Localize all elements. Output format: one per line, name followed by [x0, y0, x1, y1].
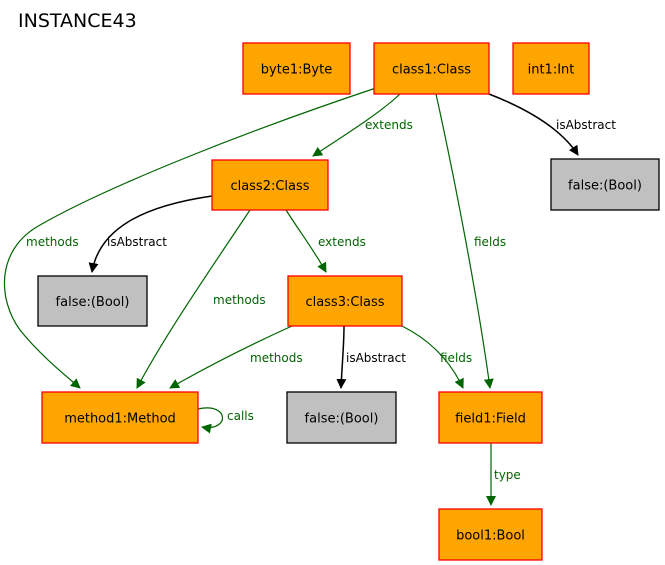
node-box — [41, 391, 199, 444]
node-label: byte1:Byte — [261, 63, 332, 78]
node-label: false:(Bool) — [568, 179, 642, 194]
edge-class1-false1-isAbstract — [488, 93, 579, 156]
node-label: bool1:Bool — [456, 529, 525, 544]
node-label: class2:Class — [230, 179, 309, 194]
edge-label-type: type — [494, 468, 521, 482]
node-box — [211, 159, 329, 211]
node-label: field1:Field — [455, 412, 526, 427]
node-false2[interactable]: false:(Bool) — [37, 275, 148, 327]
node-false3[interactable]: false:(Bool) — [286, 391, 397, 444]
node-int1[interactable]: int1:Int — [512, 42, 590, 95]
edge-class1-field1-fields — [435, 93, 494, 389]
edge-class3-field1-fields — [401, 325, 464, 389]
node-box — [512, 42, 590, 95]
edge-method1-method1-calls — [197, 407, 224, 434]
edge-class3-method1-methods — [169, 325, 293, 389]
node-box — [37, 275, 148, 327]
node-label: class3:Class — [305, 295, 384, 310]
node-box — [287, 275, 403, 327]
node-box — [438, 391, 543, 444]
node-label: class1:Class — [392, 63, 471, 78]
node-label: false:(Bool) — [56, 295, 130, 310]
edge-label-methods: methods — [26, 235, 79, 249]
node-label: false:(Bool) — [305, 412, 379, 427]
edge-label-methods: methods — [213, 293, 266, 307]
node-class3[interactable]: class3:Class — [287, 275, 403, 327]
node-field1[interactable]: field1:Field — [438, 391, 543, 444]
node-box — [286, 391, 397, 444]
edge-label-methods: methods — [250, 351, 303, 365]
diagram-title: INSTANCE43 — [18, 10, 137, 32]
node-class2[interactable]: class2:Class — [211, 159, 329, 211]
edge-class2-false2-isAbstract — [88, 195, 213, 273]
edge-class2-class3-extends — [285, 209, 327, 273]
node-box — [438, 508, 543, 561]
node-false1[interactable]: false:(Bool) — [550, 158, 660, 211]
node-box — [550, 158, 660, 211]
edge-label-calls: calls — [227, 409, 254, 423]
edge-class3-false3-isAbstract — [336, 325, 347, 389]
edge-class1-class2-extends — [312, 93, 401, 157]
node-box — [373, 42, 490, 95]
node-label: method1:Method — [64, 412, 176, 427]
node-bool1[interactable]: bool1:Bool — [438, 508, 543, 561]
edge-label-fields: fields — [474, 235, 506, 249]
edge-label-extends: extends — [365, 118, 413, 132]
edge-label-isAbstract: isAbstract — [107, 235, 167, 249]
edge-label-isAbstract: isAbstract — [346, 351, 406, 365]
node-byte1[interactable]: byte1:Byte — [242, 42, 351, 95]
edge-class2-method1-methods — [136, 209, 251, 389]
node-class1[interactable]: class1:Class — [373, 42, 490, 95]
node-box — [242, 42, 351, 95]
node-method1[interactable]: method1:Method — [41, 391, 199, 444]
edge-label-extends: extends — [318, 235, 366, 249]
edge-class1-method1-methods — [3, 87, 377, 389]
edge-label-isAbstract: isAbstract — [556, 118, 616, 132]
node-label: int1:Int — [528, 63, 575, 78]
edge-label-fields: fields — [440, 351, 472, 365]
